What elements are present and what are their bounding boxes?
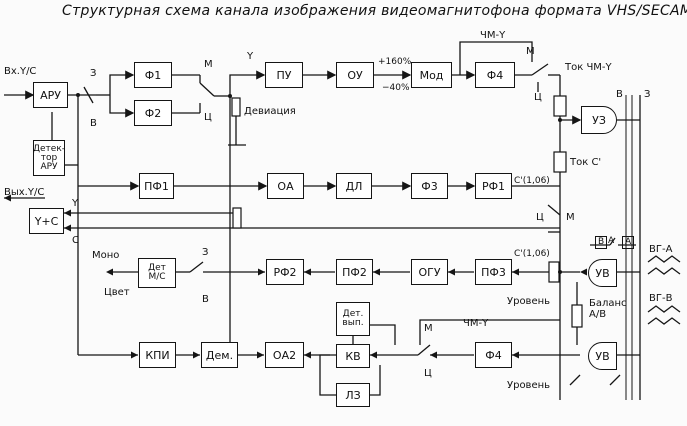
block-pf1: ПФ1 [139,173,174,199]
block-detector-aru: Детек- тор АРУ [33,140,65,176]
label-out-yc: Вых.Y/C [4,187,45,198]
label-tok-chm-y: Ток ЧМ-Y [565,62,612,73]
label-chm-y-bottom: ЧМ-Y [463,318,489,329]
block-uz: УЗ [581,106,617,134]
label-y-out: Y [72,198,79,209]
block-uv-top: УВ [588,259,617,287]
label-c-top: Ц [534,92,542,103]
block-det-ms: Дет М/С [138,258,176,288]
label-c106-bottom: С'(1,06) [514,249,550,259]
label-color: Цвет [104,287,130,298]
block-aru: АРУ [33,82,68,108]
label-level-top: Уровень [507,296,551,307]
label-level-bottom: Уровень [507,380,551,391]
label-b-head: В [595,236,608,249]
label-z-right: З [644,89,651,100]
block-pu: ПУ [265,62,303,88]
block-ogu: ОГУ [411,259,448,285]
block-rf2: РФ2 [266,259,304,285]
label-plus160: +160% [378,57,412,67]
block-kv: КВ [336,344,370,368]
block-dem: Дем. [201,342,238,368]
label-v-right: В [616,89,623,100]
label-m-mid: М [566,212,575,223]
block-det-vyp: Дет. вып. [336,302,370,336]
label-y1: Y [247,51,254,62]
block-kpi: КПИ [139,342,176,368]
label-minus40: −40% [382,83,410,93]
label-m1: М [204,59,213,70]
label-tok-c: Ток С' [570,157,602,168]
block-pf2: ПФ2 [336,259,373,285]
block-uv-bottom: УВ [588,342,617,370]
block-f4-bottom: Ф4 [475,342,512,368]
label-vg-b: ВГ-В [649,293,673,304]
label-a-head1: А [608,236,615,246]
label-m-top: М [526,46,535,57]
diagram-title: Структурная схема канала изображения вид… [62,3,687,19]
label-mono: Моно [92,250,120,261]
block-mod: Мод [411,62,452,88]
label-c-out: С [72,235,79,246]
label-v2: В [202,294,209,305]
block-f4-top: Ф4 [475,62,515,88]
label-v1: В [90,118,97,129]
block-rf1: РФ1 [475,173,512,199]
block-lz: ЛЗ [336,383,370,407]
block-oa2: ОА2 [265,342,304,368]
label-c-mid: Ц [536,212,544,223]
label-a-head2: А [622,236,635,249]
label-in-yc: Вх.Y/C [4,66,37,77]
label-deviation: Девиация [244,106,296,117]
block-ou: ОУ [336,62,374,88]
block-y-plus-c: Y+C [29,208,64,234]
label-z1: З [90,68,97,79]
block-f2: Ф2 [134,100,172,126]
label-chm-y-top: ЧМ-Y [480,30,506,41]
block-oa: ОА [267,173,304,199]
label-c1: Ц [204,112,212,123]
label-m-bottom: М [424,323,433,334]
label-c-bottom: Ц [424,368,432,379]
block-f1: Ф1 [134,62,172,88]
block-dl: ДЛ [336,173,372,199]
label-c106-top: С'(1,06) [514,176,550,186]
block-f3: Ф3 [411,173,448,199]
label-vg-a: ВГ-А [649,244,673,255]
block-pf3: ПФ3 [475,259,512,285]
label-balance: Баланс А/В [589,298,627,320]
label-z2: З [202,247,209,258]
